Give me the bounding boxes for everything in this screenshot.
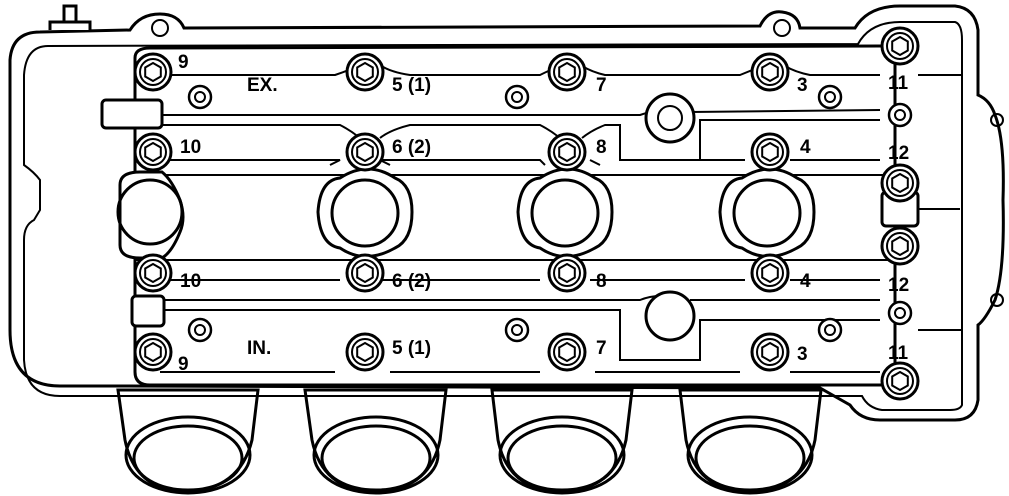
bolt-in-11: [880, 361, 920, 401]
bolt-label-ex-8: 8: [596, 137, 607, 158]
bolt-label-in-6: 6 (2): [392, 271, 431, 292]
bolt-ex-10: [133, 132, 173, 172]
bolt-ex-3: [750, 52, 790, 92]
bolt-label-in-4: 4: [800, 271, 811, 292]
bolt-ex-5: [345, 52, 385, 92]
bolt-in-4: [750, 253, 790, 293]
bolt-label-ex-9: 9: [178, 52, 189, 73]
exhaust-side-label: EX.: [247, 75, 278, 96]
labels: EX. IN. 9 5 (1) 7 3 11 10 6 (2) 8 4 12 1…: [178, 52, 909, 375]
bolt-ex-11: [880, 26, 920, 66]
bolt-label-in-7: 7: [596, 338, 607, 359]
bolt-label-in-11: 11: [888, 343, 909, 364]
bolt-label-ex-5: 5 (1): [392, 75, 431, 96]
bolt-in-7: [547, 332, 587, 372]
bolt-ex-4: [750, 132, 790, 172]
bolt-label-in-5: 5 (1): [392, 338, 431, 359]
bolt-label-ex-12: 12: [888, 143, 909, 164]
bolt-label-ex-11: 11: [888, 73, 909, 94]
bolt-label-in-9: 9: [178, 354, 189, 375]
bolt-label-ex-4: 4: [800, 137, 811, 158]
bolt-in-9: [133, 332, 173, 372]
bolt-ex-12: [880, 163, 920, 203]
bolt-label-in-8: 8: [596, 271, 607, 292]
bolt-in-12: [880, 226, 920, 266]
bolt-label-in-12: 12: [888, 275, 909, 296]
bolt-ex-8: [547, 132, 587, 172]
bolt-in-3: [750, 332, 790, 372]
bolt-label-ex-10: 10: [180, 137, 201, 158]
bolt-ex-9: [133, 52, 173, 92]
spark-plug-holes: [116, 167, 816, 260]
intake-side-label: IN.: [247, 338, 271, 359]
bolt-in-5: [345, 332, 385, 372]
bolt-ex-6: [345, 132, 385, 172]
bolt-label-ex-6: 6 (2): [392, 137, 431, 158]
bolt-label-in-3: 3: [797, 344, 808, 365]
cover-outline: [8, 4, 1005, 422]
bolt-in-8: [547, 253, 587, 293]
bolt-label-ex-7: 7: [596, 75, 607, 96]
breather-bosses: [644, 92, 696, 342]
bolt-label-ex-3: 3: [797, 75, 808, 96]
bolt-ex-7: [547, 52, 587, 92]
bolt-in-6: [345, 253, 385, 293]
intake-ports: [116, 388, 823, 495]
bolt-in-10: [133, 253, 173, 293]
bolt-label-in-10: 10: [180, 271, 201, 292]
